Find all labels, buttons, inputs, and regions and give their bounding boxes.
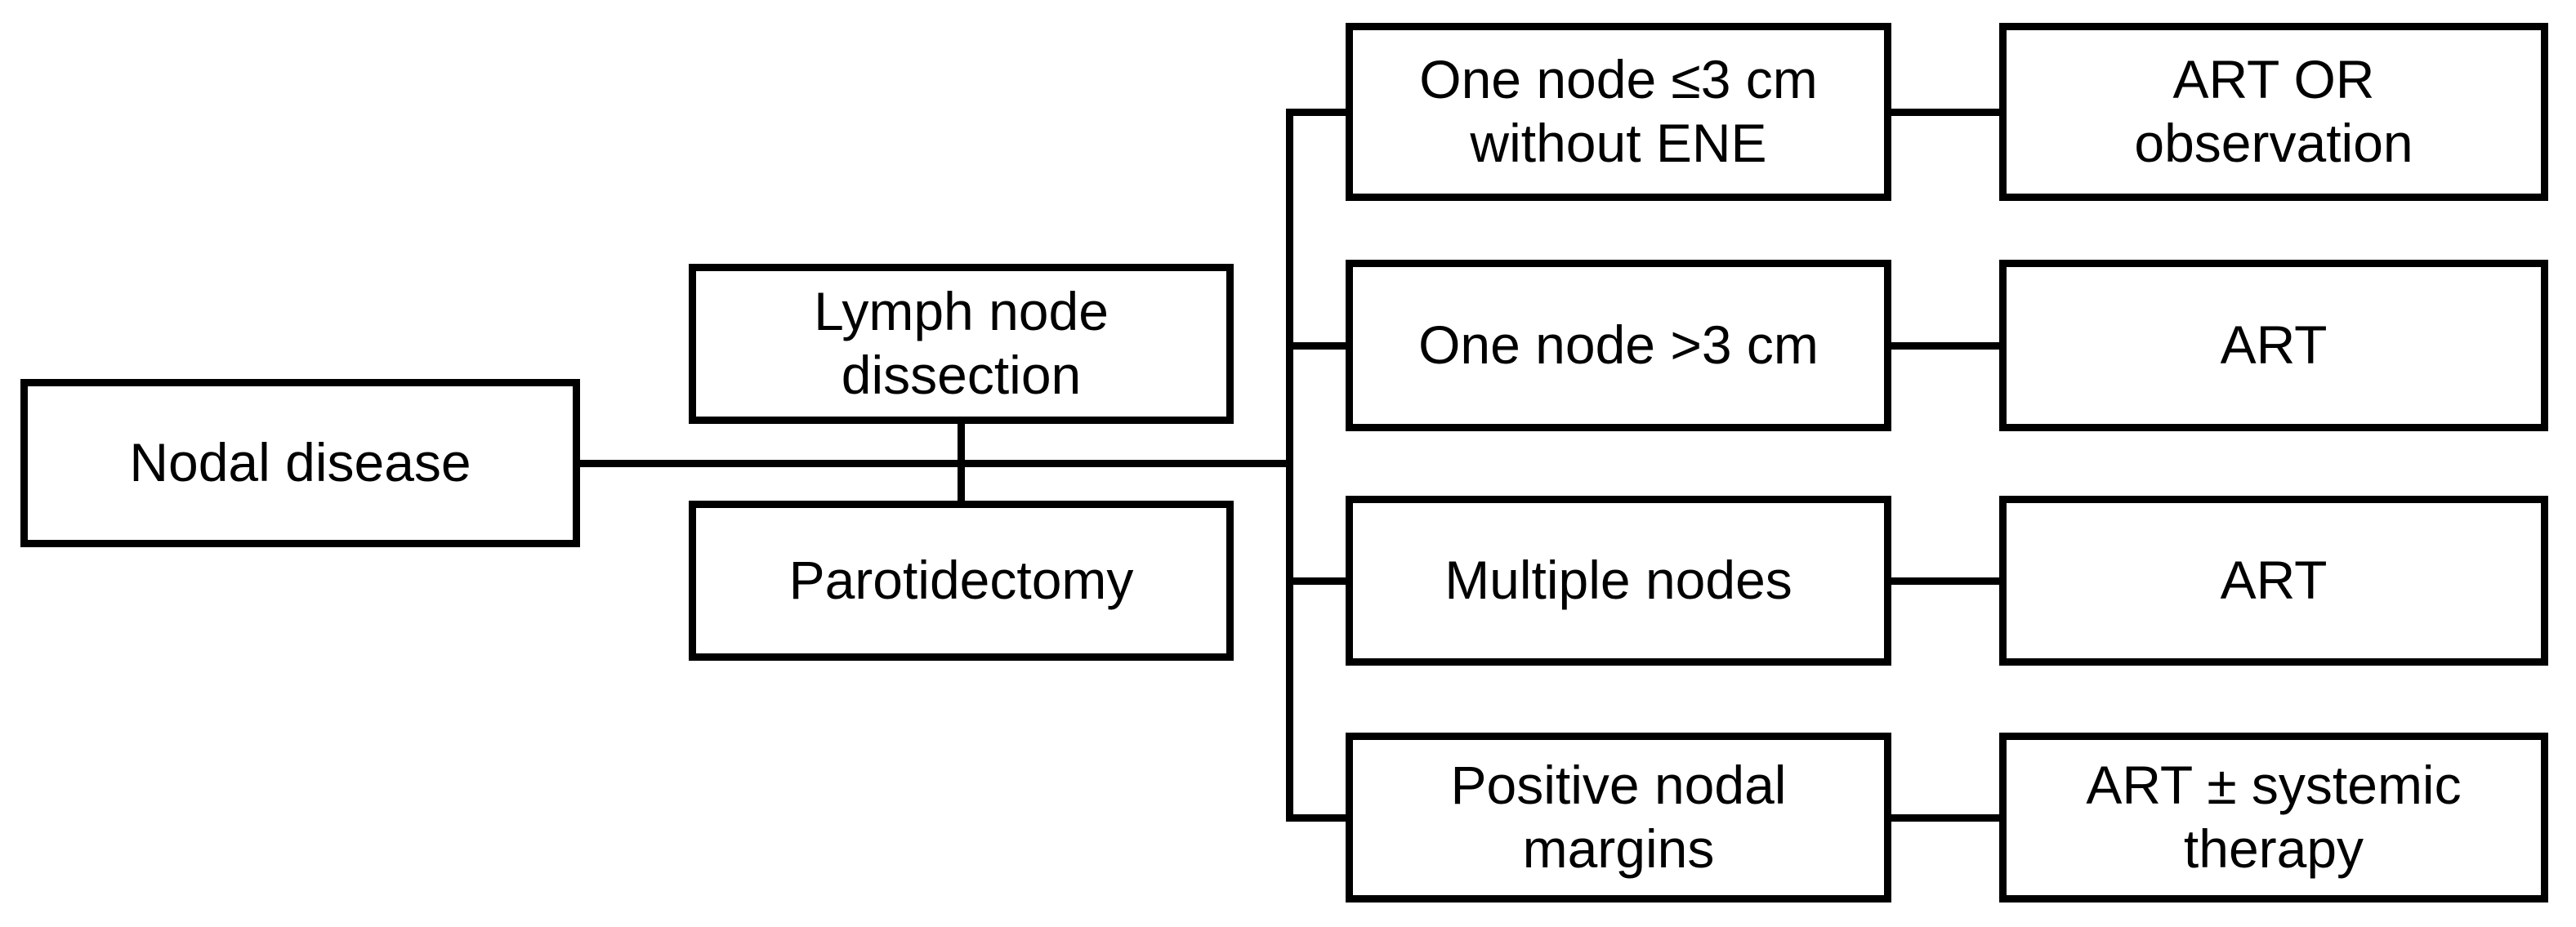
- node-parotidectomy-label: Parotidectomy: [788, 550, 1134, 611]
- node-treatment-art-row3: ART: [1999, 496, 2548, 666]
- node-treatment-art-or-observation-label: ART OR observation: [2134, 49, 2413, 173]
- node-condition-multiple-nodes: Multiple nodes: [1346, 496, 1891, 666]
- node-treatment-art-or-observation: ART OR observation: [1999, 23, 2548, 201]
- node-treatment-art-row3-label: ART: [2220, 550, 2328, 611]
- node-condition-multiple-nodes-label: Multiple nodes: [1444, 550, 1792, 611]
- node-nodal-disease-label: Nodal disease: [129, 432, 471, 493]
- connector-rail-to-condition-1: [1286, 109, 1349, 116]
- node-lymph-node-dissection: Lymph node dissection: [689, 264, 1234, 424]
- branch-rail-vertical: [1286, 109, 1293, 822]
- node-treatment-art-systemic-therapy: ART ± systemic therapy: [1999, 733, 2548, 902]
- connector-condition-2-to-treatment-2: [1888, 342, 2002, 350]
- node-lymph-node-dissection-label: Lymph node dissection: [814, 281, 1109, 405]
- node-condition-one-node-gt-3cm-label: One node >3 cm: [1418, 314, 1819, 376]
- node-treatment-art-row2: ART: [1999, 260, 2548, 431]
- node-parotidectomy: Parotidectomy: [689, 501, 1234, 661]
- connector-rail-to-condition-2: [1286, 342, 1349, 350]
- connector-root-to-branch-rail: [580, 460, 1293, 467]
- node-condition-one-node-gt-3cm: One node >3 cm: [1346, 260, 1891, 431]
- node-treatment-art-row2-label: ART: [2220, 314, 2328, 376]
- node-condition-one-node-le-3cm-label: One node ≤3 cm without ENE: [1419, 49, 1818, 173]
- connector-condition-3-to-treatment-3: [1888, 577, 2002, 585]
- node-condition-one-node-le-3cm: One node ≤3 cm without ENE: [1346, 23, 1891, 201]
- connector-rail-to-condition-4: [1286, 814, 1349, 822]
- connector-procedures-vertical: [958, 424, 965, 501]
- node-treatment-art-systemic-therapy-label: ART ± systemic therapy: [2086, 755, 2462, 879]
- node-condition-positive-nodal-margins: Positive nodal margins: [1346, 733, 1891, 902]
- node-condition-positive-nodal-margins-label: Positive nodal margins: [1450, 755, 1787, 879]
- connector-rail-to-condition-3: [1286, 577, 1349, 585]
- connector-condition-1-to-treatment-1: [1888, 109, 2002, 116]
- connector-condition-4-to-treatment-4: [1888, 814, 2002, 822]
- node-nodal-disease: Nodal disease: [20, 379, 580, 547]
